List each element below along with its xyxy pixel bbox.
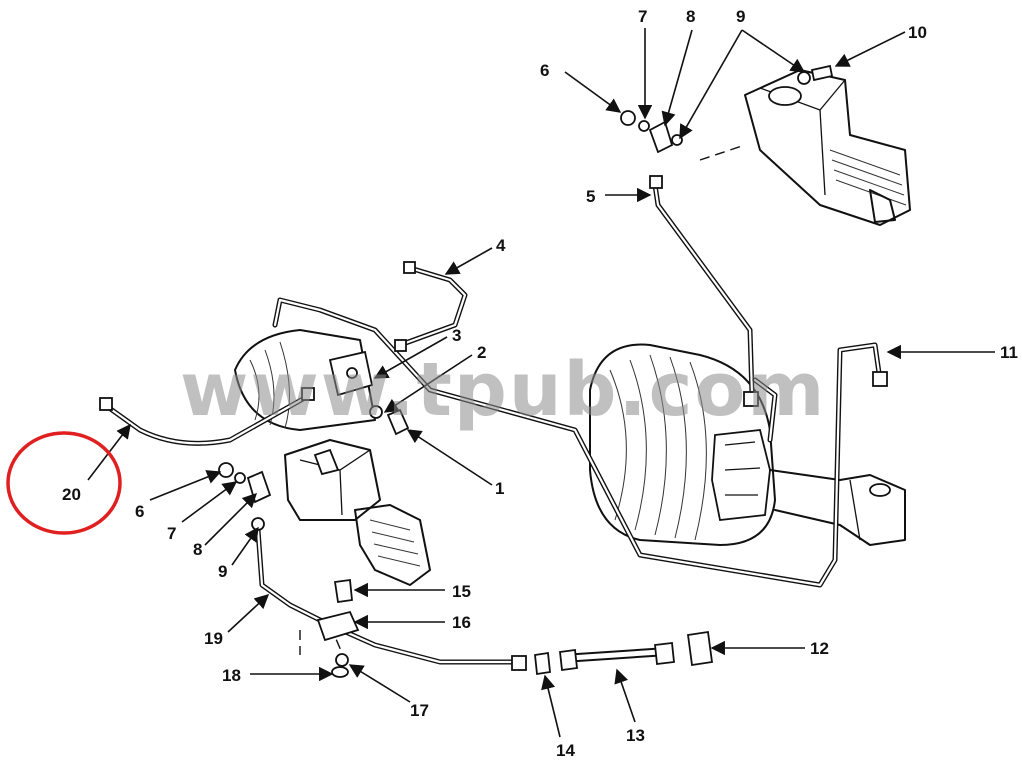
- callout-9-top: 9: [736, 7, 745, 26]
- callout-7-bottom: 7: [167, 524, 176, 543]
- brake-booster: [589, 343, 906, 546]
- callout-5: 5: [586, 187, 595, 206]
- callout-10: 10: [908, 23, 927, 42]
- callout-3: 3: [452, 326, 461, 345]
- master-cylinder-bottom: [284, 439, 431, 661]
- callout-2: 2: [477, 343, 486, 362]
- brake-tubes: [102, 182, 883, 665]
- callout-9-bottom: 9: [218, 562, 227, 581]
- callout-16: 16: [452, 613, 471, 632]
- callout-8-bottom: 8: [193, 540, 202, 559]
- callout-15: 15: [452, 582, 471, 601]
- leader-lines: [87, 28, 995, 738]
- callout-12: 12: [810, 639, 829, 658]
- fittings: [99, 64, 888, 678]
- callout-4: 4: [496, 236, 506, 255]
- callout-1: 1: [495, 479, 504, 498]
- callout-6-top: 6: [540, 61, 549, 80]
- callout-11: 11: [1000, 343, 1018, 362]
- callout-7-top: 7: [638, 7, 647, 26]
- callout-labels: 7 8 9 10 6 5 4 3 2 11 1 20 6 7 8 9 15 16…: [62, 7, 1018, 760]
- callout-8-top: 8: [686, 7, 695, 26]
- callout-19: 19: [204, 629, 223, 648]
- highlight-circle: [6, 431, 122, 535]
- watermark-text: www.tpub.com: [180, 347, 826, 433]
- master-cylinder-top: [699, 69, 911, 226]
- callout-18: 18: [222, 666, 241, 685]
- callout-13: 13: [626, 726, 645, 745]
- callout-17: 17: [410, 701, 429, 720]
- left-brake-assembly: [234, 329, 376, 431]
- callout-14: 14: [556, 741, 575, 760]
- callout-6-bottom: 6: [135, 502, 144, 521]
- callout-20: 20: [62, 485, 81, 504]
